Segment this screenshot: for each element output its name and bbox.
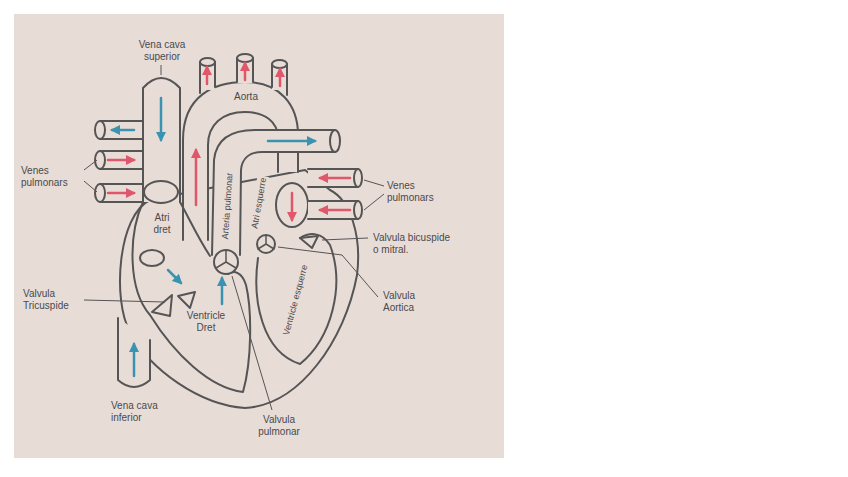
pulmonary-vein <box>308 201 358 219</box>
leader-line <box>322 238 368 240</box>
part-label: Valvula Aortica <box>382 290 439 314</box>
vessel-end <box>330 130 340 152</box>
chamber-wall <box>180 202 210 256</box>
part-label: Vena cava superior <box>132 39 192 63</box>
flow-arrow <box>206 67 209 84</box>
flow-arrow <box>221 278 224 304</box>
part-label: Ventricle Dret <box>180 310 232 334</box>
flow-arrow <box>108 159 134 162</box>
pulmonary-valve <box>214 250 238 274</box>
part-label: Vena cava inferior <box>110 400 167 424</box>
flow-arrow <box>168 270 181 283</box>
leader-line <box>84 160 97 170</box>
vessel-end <box>95 121 105 139</box>
vessel-end <box>237 54 253 62</box>
valve-leaflets <box>258 235 274 249</box>
flow-arrow <box>291 193 294 220</box>
flow-arrow <box>244 63 247 80</box>
vena-cava-wall <box>143 78 180 202</box>
vessel-end <box>354 169 362 187</box>
vena-cava <box>143 78 180 202</box>
coronary-sinus <box>140 250 164 266</box>
leader-line <box>161 65 162 75</box>
part-label: Atri dret <box>146 212 178 236</box>
part-label: Venes pulmonars <box>386 180 450 204</box>
flow-arrow <box>160 98 163 140</box>
flow-arrow <box>320 177 350 180</box>
leader-line <box>232 276 272 410</box>
flow-arrow <box>112 129 134 132</box>
paper-ground <box>14 14 504 458</box>
flow-arrow <box>195 150 198 205</box>
flow-arrow <box>279 69 282 86</box>
part-label: Valvula pulmonar <box>251 414 308 438</box>
vessel-end <box>200 58 215 66</box>
part-label: Atri esquerre <box>248 176 269 231</box>
flow-arrow <box>268 140 315 143</box>
vessel-end <box>95 184 105 202</box>
vessel-end <box>272 60 287 68</box>
flow-arrow <box>133 344 136 376</box>
pulmonary-artery-wall <box>212 130 335 255</box>
part-label: Valvula Tricuspide <box>22 288 84 312</box>
vena-cava-opening <box>144 181 178 203</box>
part-label: Arteria pulmonar <box>218 171 235 240</box>
mitral-valve <box>300 236 318 248</box>
leader-line <box>364 194 384 210</box>
flow-arrow <box>108 192 134 195</box>
leader-line <box>84 300 165 302</box>
tricuspid-valve <box>178 292 195 308</box>
aortic-branch <box>200 62 215 90</box>
aortic-valve <box>257 235 275 253</box>
part-label: Aorta <box>225 91 267 103</box>
aortic-branch <box>200 62 215 93</box>
left-atrium-chamber <box>276 183 308 227</box>
tricuspid-valve <box>152 295 172 316</box>
pulmonary-vein <box>308 201 358 219</box>
chamber-wall <box>133 202 251 392</box>
flow-arrow <box>320 209 350 212</box>
part-label: Ventricle esquerre <box>279 262 310 337</box>
valve-leaflets <box>216 251 236 268</box>
chamber-wall <box>256 234 336 364</box>
pulmonary-artery <box>212 130 335 255</box>
leader-line <box>364 180 384 186</box>
pulmonary-vein <box>308 169 358 187</box>
vessel-end <box>354 201 362 219</box>
pulmonary-vein <box>308 169 358 187</box>
vena-cava <box>118 318 150 387</box>
aortic-branch <box>272 64 287 95</box>
part-label: Venes pulmonars <box>20 165 84 189</box>
part-label: Valvula bicuspide o mitral. <box>372 232 458 256</box>
leader-line <box>84 181 97 192</box>
